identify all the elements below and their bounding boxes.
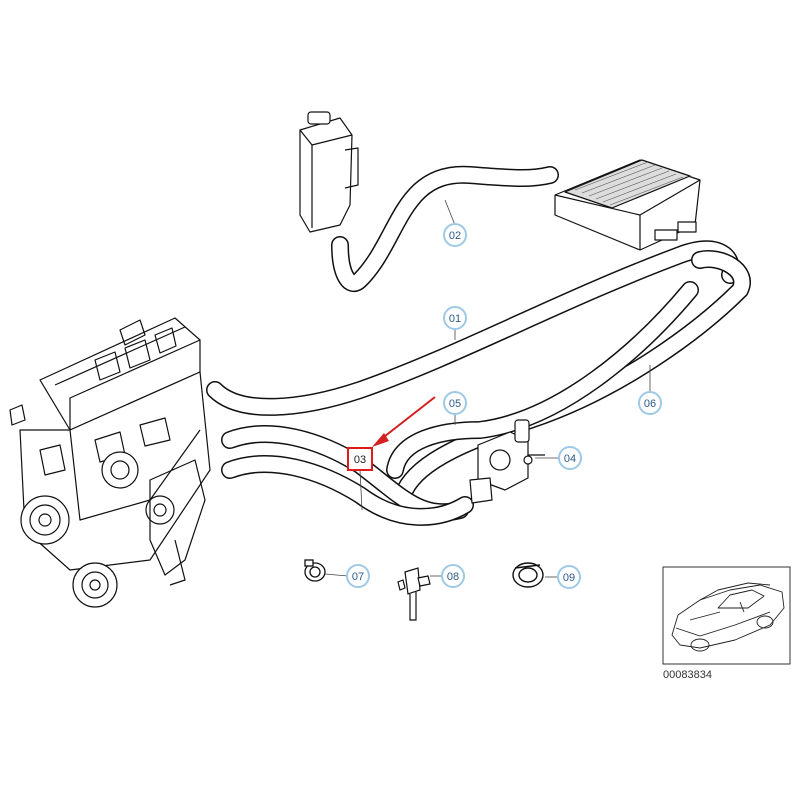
expansion-tank-illustration xyxy=(299,111,359,252)
callout-09[interactable]: 09 xyxy=(557,565,581,589)
sensor-08-illustration xyxy=(397,567,431,621)
svg-text:02: 02 xyxy=(449,230,461,242)
callout-leaders xyxy=(324,199,651,578)
engine-illustration xyxy=(9,317,211,608)
callout-08[interactable]: 08 xyxy=(441,564,465,588)
heater-core-illustration xyxy=(554,159,701,251)
svg-text:06: 06 xyxy=(644,398,656,410)
callout-03[interactable]: 03 xyxy=(347,447,373,471)
svg-text:04: 04 xyxy=(564,453,576,465)
highlight-arrow xyxy=(372,396,436,447)
svg-text:03: 03 xyxy=(354,454,366,466)
callout-06[interactable]: 06 xyxy=(638,391,662,415)
callout-02[interactable]: 02 xyxy=(443,223,467,247)
callout-04[interactable]: 04 xyxy=(558,446,582,470)
svg-text:09: 09 xyxy=(563,572,575,584)
clamp-09-illustration xyxy=(512,562,544,588)
callout-05[interactable]: 05 xyxy=(443,391,467,415)
diagram-code: 00083834 xyxy=(663,669,712,681)
svg-text:01: 01 xyxy=(449,313,461,325)
vehicle-thumbnail xyxy=(662,566,791,665)
hose-lines xyxy=(206,165,751,526)
callout-07[interactable]: 07 xyxy=(346,564,370,588)
svg-text:07: 07 xyxy=(352,571,364,583)
water-valve-illustration xyxy=(469,419,545,504)
callout-01[interactable]: 01 xyxy=(443,306,467,330)
clamp-07-illustration xyxy=(304,559,326,582)
svg-text:05: 05 xyxy=(449,398,461,410)
svg-text:08: 08 xyxy=(447,571,459,583)
